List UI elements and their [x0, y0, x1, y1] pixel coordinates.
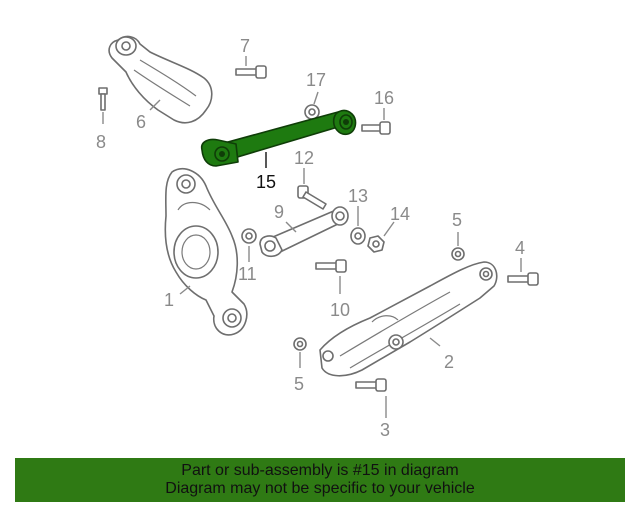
part-12-bolt[interactable]: [297, 185, 327, 210]
part-3-bolt[interactable]: [355, 378, 387, 392]
banner-line-1: Part or sub-assembly is #15 in diagram: [181, 462, 459, 479]
callout-7: 7: [240, 36, 250, 56]
callout-16: 16: [374, 88, 394, 108]
part-11-nut[interactable]: [241, 228, 257, 244]
part-16-bolt[interactable]: [361, 121, 391, 135]
part-17-bushing[interactable]: [304, 104, 320, 120]
callout-5-upper: 5: [452, 210, 462, 230]
part-13-bushing[interactable]: [350, 227, 366, 245]
part-1-knuckle[interactable]: [164, 168, 248, 336]
callout-14: 14: [390, 204, 410, 224]
callout-13: 13: [348, 186, 368, 206]
part-9-toe-link[interactable]: [259, 206, 349, 258]
callouts: 7 17 16 6 8 12 15 13 9 14 5 4 11 1 10 2 …: [96, 36, 525, 440]
part-8-bolt[interactable]: [98, 87, 108, 111]
callout-2: 2: [444, 352, 454, 372]
part-15-control-arm-link[interactable]: [200, 109, 357, 167]
part-7-bolt[interactable]: [235, 65, 267, 79]
part-4-bolt[interactable]: [507, 272, 539, 286]
callout-17: 17: [306, 70, 326, 90]
part-2-lower-arm[interactable]: [319, 261, 498, 377]
callout-10: 10: [330, 300, 350, 320]
part-5-nut-lower[interactable]: [293, 337, 307, 351]
callout-4: 4: [515, 238, 525, 258]
callout-1: 1: [164, 290, 174, 310]
callout-15: 15: [256, 172, 276, 192]
info-banner: Part or sub-assembly is #15 in diagram D…: [15, 458, 625, 502]
callout-11: 11: [238, 264, 257, 284]
leader-lines: [102, 56, 522, 418]
part-6-upper-arm[interactable]: [108, 35, 213, 124]
callout-6: 6: [136, 112, 146, 132]
callout-9: 9: [274, 202, 284, 222]
callout-3: 3: [380, 420, 390, 440]
banner-line-2: Diagram may not be specific to your vehi…: [165, 480, 475, 497]
part-14-nut[interactable]: [367, 235, 385, 253]
callout-8: 8: [96, 132, 106, 152]
parts-diagram: 7 17 16 6 8 12 15 13 9 14 5 4 11 1 10 2 …: [96, 35, 539, 440]
part-10-bolt[interactable]: [315, 259, 347, 273]
callout-12: 12: [294, 148, 314, 168]
part-5-nut-upper[interactable]: [451, 247, 465, 261]
callout-5-lower: 5: [294, 374, 304, 394]
